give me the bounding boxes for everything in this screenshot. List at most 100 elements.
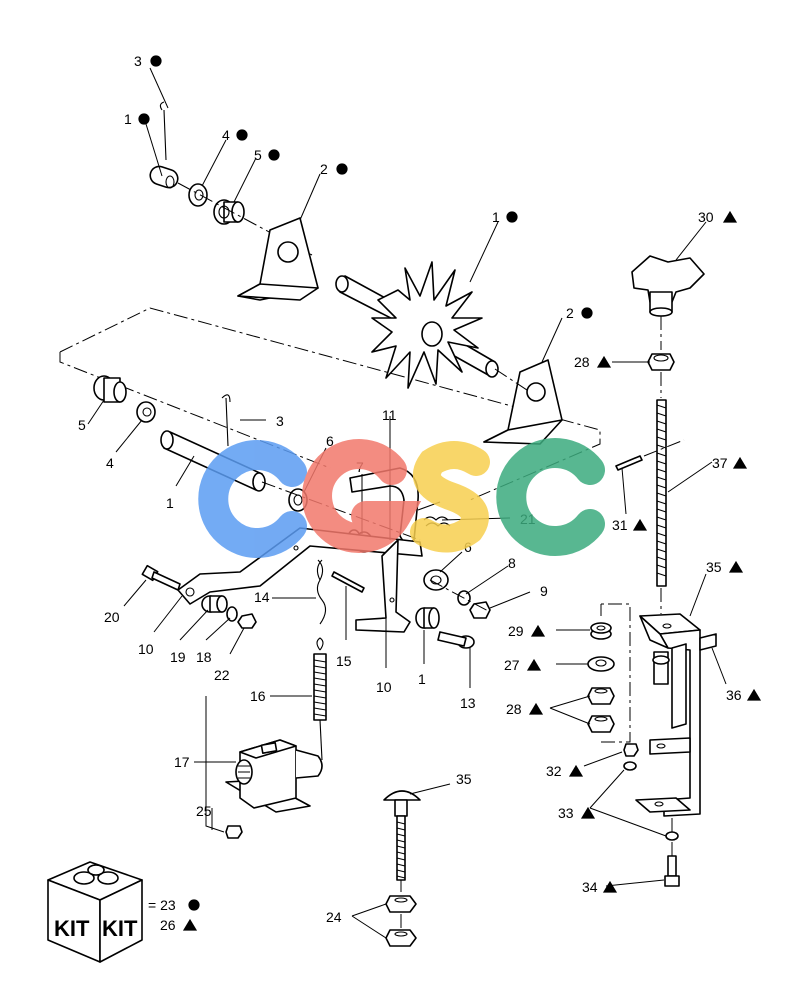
callout-29: 29 <box>508 623 524 639</box>
washer-18 <box>226 606 238 622</box>
kit-callout-23: = 23 <box>148 897 176 913</box>
filled-circle-icon <box>150 55 162 67</box>
bushing-top <box>213 199 245 225</box>
filled-triangle-icon <box>526 658 542 671</box>
filled-triangle-icon <box>632 518 648 531</box>
nut-24-upper <box>385 895 417 913</box>
callout-28-low: 28 <box>506 701 522 717</box>
filled-circle-icon <box>506 211 518 223</box>
callout-25: 25 <box>196 803 212 819</box>
callout-4-top: 4 <box>222 127 230 143</box>
callout-13: 13 <box>460 695 476 711</box>
filled-circle-icon <box>236 129 248 141</box>
filled-triangle-icon <box>580 806 596 819</box>
filled-triangle-icon <box>722 210 738 223</box>
callout-1-top: 1 <box>124 111 132 127</box>
callout-35-right: 35 <box>706 559 722 575</box>
nut-32 <box>623 743 639 757</box>
watermark-s-yellow <box>410 441 490 553</box>
callout-27: 27 <box>504 657 520 673</box>
callout-10-mid: 10 <box>376 679 392 695</box>
adjuster-bracket <box>635 613 717 817</box>
cgsc-watermark-logo <box>198 438 605 558</box>
callout-11: 11 <box>382 407 397 423</box>
callout-labels: 3 1 4 5 2 1 2 30 28 11 3 5 4 1 6 7 21 6 … <box>78 53 762 933</box>
bushing-19 <box>201 595 228 613</box>
watermark-g-red <box>302 439 422 553</box>
filled-triangle-icon <box>528 702 544 715</box>
washer-mid <box>136 401 156 423</box>
callout-31: 31 <box>612 517 628 533</box>
pin-top <box>149 165 179 189</box>
spring-washer <box>590 622 612 640</box>
solenoid <box>225 719 323 813</box>
knob-assembly <box>587 255 717 887</box>
filled-triangle-icon <box>530 624 546 637</box>
callout-33: 33 <box>558 805 574 821</box>
top-shaft-assembly <box>149 101 563 445</box>
callout-6-top: 6 <box>326 433 334 449</box>
filled-circle-icon <box>336 163 348 175</box>
nut-24-lower <box>385 929 417 947</box>
washer-33 <box>623 761 637 771</box>
callout-35-bolt: 35 <box>456 771 472 787</box>
callout-1-low: 1 <box>418 671 426 687</box>
cotter-pin-mid <box>221 394 231 447</box>
clip-pin <box>331 571 365 593</box>
callout-5-mid: 5 <box>78 417 86 433</box>
callout-36: 36 <box>726 687 742 703</box>
l-arm <box>355 539 411 633</box>
filled-triangle-icon <box>732 456 748 469</box>
filled-circle-icon <box>581 307 593 319</box>
callout-18: 18 <box>196 649 212 665</box>
nut-28-lower <box>587 715 615 733</box>
callout-3-mid: 3 <box>276 413 284 429</box>
callout-9: 9 <box>540 583 548 599</box>
nut-top <box>647 353 675 371</box>
star-knob <box>631 255 705 317</box>
washer-6-lower <box>423 569 449 591</box>
watermark-c-green <box>496 438 605 556</box>
callout-34: 34 <box>582 879 598 895</box>
callout-15: 15 <box>336 653 352 669</box>
nut-22 <box>237 613 257 629</box>
roll-pin <box>615 455 643 471</box>
bushing-mid <box>93 375 127 403</box>
cotter-pin-top <box>159 101 167 161</box>
filled-triangle-icon <box>728 560 744 573</box>
clevis-pin <box>437 631 475 649</box>
kit-box-icon: KIT KIT <box>47 861 143 963</box>
washer-top <box>188 183 208 207</box>
callout-17: 17 <box>174 754 190 770</box>
carriage-bolt-assembly <box>383 790 421 947</box>
extension-spring <box>313 637 327 721</box>
filled-circle-icon <box>268 149 280 161</box>
callout-14: 14 <box>254 589 270 605</box>
callout-20: 20 <box>104 609 120 625</box>
spring-link <box>316 559 327 625</box>
watermark-c-blue <box>198 440 307 558</box>
callout-10-left: 10 <box>138 641 154 657</box>
kit-label-left: KIT <box>54 916 90 941</box>
washer-33-lower <box>665 831 679 841</box>
callout-16: 16 <box>250 688 266 704</box>
bracket-top <box>237 217 319 301</box>
bolt-34 <box>664 855 680 887</box>
filled-triangle-icon <box>596 355 612 368</box>
flat-washer-27 <box>587 656 615 672</box>
bracket-mid <box>483 359 563 445</box>
kit-label-right: KIT <box>102 916 138 941</box>
callout-5-top: 5 <box>254 147 262 163</box>
filled-circle-icon <box>188 899 200 911</box>
threaded-rod <box>656 399 667 587</box>
callout-2-top: 2 <box>320 161 328 177</box>
callout-37: 37 <box>712 455 728 471</box>
callout-19: 19 <box>170 649 186 665</box>
callout-8: 8 <box>508 555 516 571</box>
filled-triangle-icon <box>746 688 762 701</box>
callout-28-top: 28 <box>574 354 590 370</box>
nut-9 <box>469 601 491 619</box>
nut-25 <box>225 825 243 839</box>
